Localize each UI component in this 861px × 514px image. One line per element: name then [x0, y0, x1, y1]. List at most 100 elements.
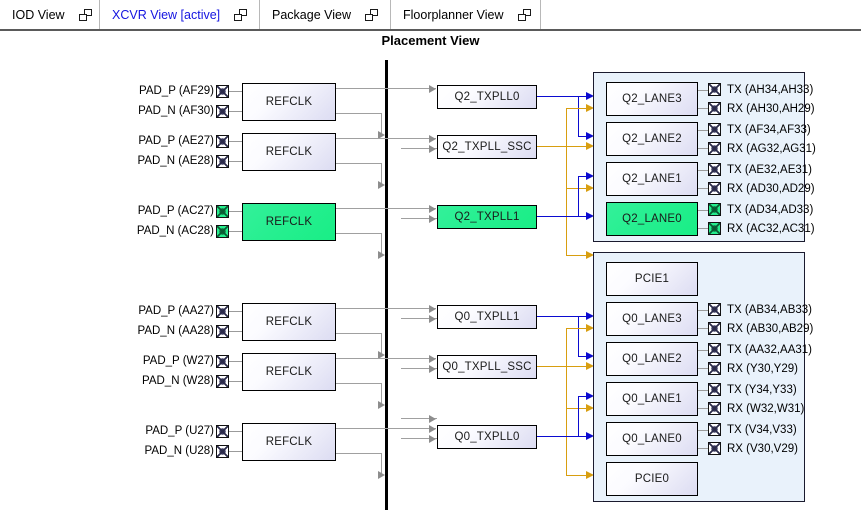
- pad-p-icon[interactable]: [216, 355, 229, 368]
- pll-lane-wire-orange: [566, 408, 589, 410]
- refclk-out-wire: [336, 333, 382, 335]
- pad-p-icon[interactable]: [216, 305, 229, 318]
- pll-in-wire: [401, 438, 437, 440]
- rx-pin-label: RX (Y30,Y29): [727, 362, 798, 375]
- rx-pad-icon[interactable]: [708, 182, 721, 195]
- pcie-block-pcie0[interactable]: PCIE0: [606, 462, 698, 496]
- refclk-block[interactable]: REFCLK: [242, 353, 336, 391]
- rx-pad-icon[interactable]: [708, 402, 721, 415]
- undock-icon[interactable]: [234, 8, 248, 21]
- tx-pad-icon[interactable]: [708, 123, 721, 136]
- tx-pad-icon[interactable]: [708, 423, 721, 436]
- wire-arrow-blue: [586, 311, 594, 320]
- pad-n-icon[interactable]: [216, 325, 229, 338]
- refclk-block[interactable]: REFCLK: [242, 203, 336, 241]
- tx-pad-icon[interactable]: [708, 343, 721, 356]
- lane-tx-stub: [698, 350, 708, 352]
- rx-pad-icon[interactable]: [708, 142, 721, 155]
- lane-rx-stub: [698, 228, 708, 230]
- lane-tx-pin-row: TX (AB34,AB33): [708, 303, 812, 316]
- rx-pin-label: RX (W32,W31): [727, 402, 805, 415]
- lane-tx-stub: [698, 90, 708, 92]
- pad-p-icon[interactable]: [216, 205, 229, 218]
- pad-p-label: PAD_P (AE27): [138, 135, 214, 147]
- wire-arrow-blue: [586, 351, 594, 360]
- txpll-block-q0-txpll1[interactable]: Q0_TXPLL1: [437, 305, 537, 329]
- rx-pad-icon[interactable]: [708, 102, 721, 115]
- pad-n-icon[interactable]: [216, 445, 229, 458]
- diagram-canvas[interactable]: PAD_P (AF29) PAD_N (AF30) REFCLK PAD_P (…: [0, 52, 861, 514]
- pll-lane-wire-orange: [566, 108, 589, 110]
- lane-tx-pin-row: TX (AE32,AE31): [708, 163, 812, 176]
- pad-n-icon[interactable]: [216, 105, 229, 118]
- lane-block-q2-lane1[interactable]: Q2_LANE1: [606, 162, 698, 196]
- rx-pin-label: RX (AD30,AD29): [727, 182, 815, 195]
- pad-p-icon[interactable]: [216, 135, 229, 148]
- refclk-out-wire: [381, 453, 383, 475]
- rx-pad-icon[interactable]: [708, 442, 721, 455]
- wire-arrow-blue: [586, 91, 594, 100]
- pad-p-label: PAD_P (U27): [145, 425, 214, 437]
- wire-arrow: [429, 84, 436, 93]
- pad-stub: [229, 311, 242, 313]
- rx-pad-icon[interactable]: [708, 222, 721, 235]
- pad-stub: [229, 451, 242, 453]
- tx-pad-icon[interactable]: [708, 303, 721, 316]
- lane-block-q0-lane2[interactable]: Q0_LANE2: [606, 342, 698, 376]
- undock-icon[interactable]: [365, 8, 378, 21]
- pcie-block-pcie1[interactable]: PCIE1: [606, 262, 698, 296]
- pad-n-icon[interactable]: [216, 375, 229, 388]
- lane-rx-stub: [698, 328, 708, 330]
- tx-pad-icon[interactable]: [708, 163, 721, 176]
- pad-n-label: PAD_N (AE28): [137, 155, 214, 167]
- pll-lane-wire-blue: [578, 136, 589, 138]
- lane-rx-stub: [698, 148, 708, 150]
- rx-pad-icon[interactable]: [708, 362, 721, 375]
- pad-p-icon[interactable]: [216, 425, 229, 438]
- rx-pad-icon[interactable]: [708, 322, 721, 335]
- lane-block-q0-lane1[interactable]: Q0_LANE1: [606, 382, 698, 416]
- refclk-out-wire: [336, 138, 436, 140]
- txpll-block-q2-txpll1[interactable]: Q2_TXPLL1: [437, 205, 537, 229]
- tx-pin-label: TX (Y34,Y33): [727, 383, 797, 396]
- lane-block-q2-lane0[interactable]: Q2_LANE0: [606, 202, 698, 236]
- txpll-block-q2-txpll-ssc[interactable]: Q2_TXPLL_SSC: [437, 135, 537, 159]
- refclk-block[interactable]: REFCLK: [242, 83, 336, 121]
- lane-rx-pin-row: RX (AC32,AC31): [708, 222, 815, 235]
- pll-lane-wire-orange: [537, 146, 589, 148]
- pad-stub: [229, 361, 242, 363]
- wire-arrow-orange: [586, 141, 594, 150]
- lane-block-q0-lane3[interactable]: Q0_LANE3: [606, 302, 698, 336]
- refclk-block[interactable]: REFCLK: [242, 303, 336, 341]
- lane-rx-pin-row: RX (AH30,AH29): [708, 102, 815, 115]
- tx-pad-icon[interactable]: [708, 383, 721, 396]
- rx-pin-label: RX (AB30,AB29): [727, 322, 814, 335]
- lane-block-q2-lane2[interactable]: Q2_LANE2: [606, 122, 698, 156]
- refclk-block[interactable]: REFCLK: [242, 423, 336, 461]
- undock-icon[interactable]: [78, 8, 92, 21]
- tx-pin-label: TX (V34,V33): [727, 423, 797, 436]
- txpll-block-q0-txpll-ssc[interactable]: Q0_TXPLL_SSC: [437, 355, 537, 379]
- undock-icon[interactable]: [517, 8, 531, 21]
- wire-arrow: [429, 144, 436, 153]
- txpll-block-q0-txpll0[interactable]: Q0_TXPLL0: [437, 425, 537, 449]
- tab-iod-view[interactable]: IOD View: [0, 0, 100, 29]
- tab-floorplanner-view[interactable]: Floorplanner View: [391, 0, 541, 29]
- pll-lane-wire-orange: [566, 255, 589, 257]
- pad-n-label: PAD_N (AC28): [136, 225, 214, 237]
- txpll-block-q2-txpll0[interactable]: Q2_TXPLL0: [437, 85, 537, 109]
- quad-boundary-divider: [385, 60, 388, 510]
- tx-pad-icon[interactable]: [708, 83, 721, 96]
- pad-n-icon[interactable]: [216, 155, 229, 168]
- wire-arrow-blue: [586, 211, 594, 220]
- lane-tx-stub: [698, 430, 708, 432]
- tab-package-view[interactable]: Package View: [260, 0, 391, 29]
- refclk-block[interactable]: REFCLK: [242, 133, 336, 171]
- lane-block-q2-lane3[interactable]: Q2_LANE3: [606, 82, 698, 116]
- lane-block-q0-lane0[interactable]: Q0_LANE0: [606, 422, 698, 456]
- wire-arrow: [429, 304, 436, 313]
- pad-n-icon[interactable]: [216, 225, 229, 238]
- pad-p-icon[interactable]: [216, 85, 229, 98]
- tab-xcvr-view[interactable]: XCVR View [active]: [100, 0, 260, 29]
- tx-pad-icon[interactable]: [708, 203, 721, 216]
